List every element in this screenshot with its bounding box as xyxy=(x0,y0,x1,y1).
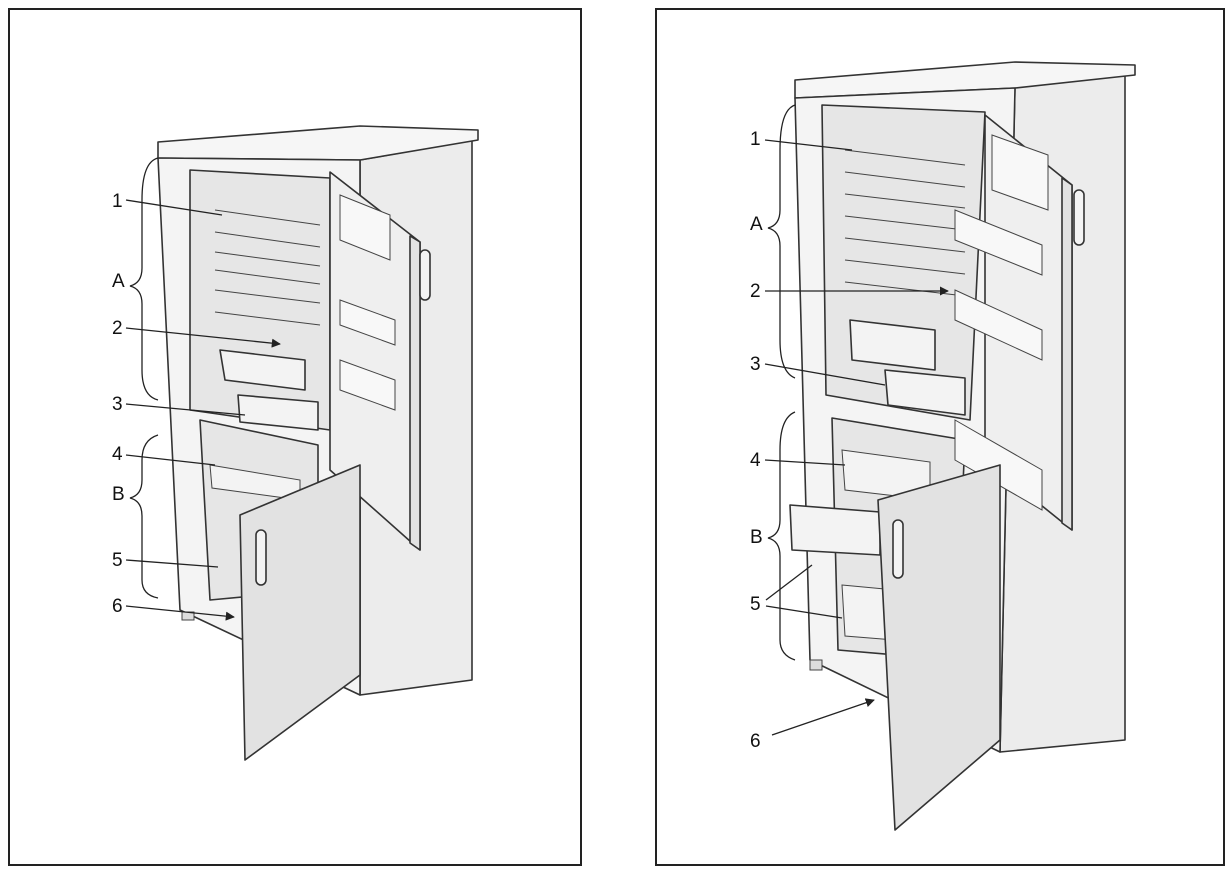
right-freezer-door xyxy=(877,464,1001,831)
right-label-2: 2 xyxy=(750,281,761,302)
right-label-4: 4 xyxy=(750,450,761,471)
right-leader-4 xyxy=(764,459,846,466)
left-brace-a xyxy=(129,157,159,401)
right-crisper-upper xyxy=(849,319,936,371)
right-callouts: 1 A 2 3 4 B 5 6 xyxy=(750,104,949,752)
left-label-2: 2 xyxy=(112,318,123,339)
right-fridge-handle xyxy=(1073,189,1085,246)
left-door-bin-1 xyxy=(339,194,391,261)
left-leader-3 xyxy=(125,403,246,416)
left-crisper-upper xyxy=(219,349,306,391)
left-label-1: 1 xyxy=(112,191,123,212)
right-door-bin-2 xyxy=(954,209,1043,276)
right-freezer-handle xyxy=(892,519,904,579)
left-label-b: B xyxy=(112,484,125,505)
left-label-a: A xyxy=(112,271,125,292)
right-label-1: 1 xyxy=(750,129,761,150)
left-wire-shelves xyxy=(214,209,321,326)
right-wire-shelves xyxy=(844,149,966,297)
right-fridge-illustration xyxy=(789,61,1136,831)
left-brace-b xyxy=(129,434,159,599)
right-door-bin-1 xyxy=(991,134,1049,211)
left-label-4: 4 xyxy=(112,444,123,465)
right-freezer-drawer-upper xyxy=(789,504,881,556)
right-fridge-door-edge xyxy=(1061,177,1073,531)
left-label-6: 6 xyxy=(112,596,123,617)
left-fridge-handle xyxy=(419,249,431,301)
left-callouts: 1 A 2 3 4 B 5 6 xyxy=(112,157,281,621)
left-leader-2 xyxy=(125,327,281,348)
right-label-6: 6 xyxy=(750,731,761,752)
right-door-bin-3 xyxy=(954,289,1043,361)
right-label-3: 3 xyxy=(750,354,761,375)
left-freezer-door xyxy=(239,464,361,761)
left-label-5: 5 xyxy=(112,550,123,571)
left-door-bin-2 xyxy=(339,299,396,346)
right-brace-a xyxy=(767,104,796,379)
right-brace-b xyxy=(767,411,796,661)
right-leader-5b xyxy=(765,605,843,619)
right-crisper-lower xyxy=(884,369,966,416)
right-label-5: 5 xyxy=(750,594,761,615)
left-leader-6 xyxy=(125,605,235,621)
right-label-b: B xyxy=(750,527,763,548)
left-label-3: 3 xyxy=(112,394,123,415)
left-fridge-illustration xyxy=(157,125,479,761)
left-leader-4 xyxy=(125,454,216,466)
left-freezer-handle xyxy=(255,529,267,586)
right-leader-6 xyxy=(771,698,875,736)
left-leader-5 xyxy=(125,559,219,568)
right-label-a: A xyxy=(750,214,763,235)
right-leader-5a xyxy=(765,564,813,601)
left-door-bin-3 xyxy=(339,359,396,411)
left-crisper-lower xyxy=(237,394,319,431)
right-leader-3 xyxy=(764,363,886,386)
left-fridge-door-edge xyxy=(409,235,421,551)
right-leader-1 xyxy=(764,139,853,151)
right-foot xyxy=(809,659,823,671)
left-fridge-interior xyxy=(189,169,331,431)
